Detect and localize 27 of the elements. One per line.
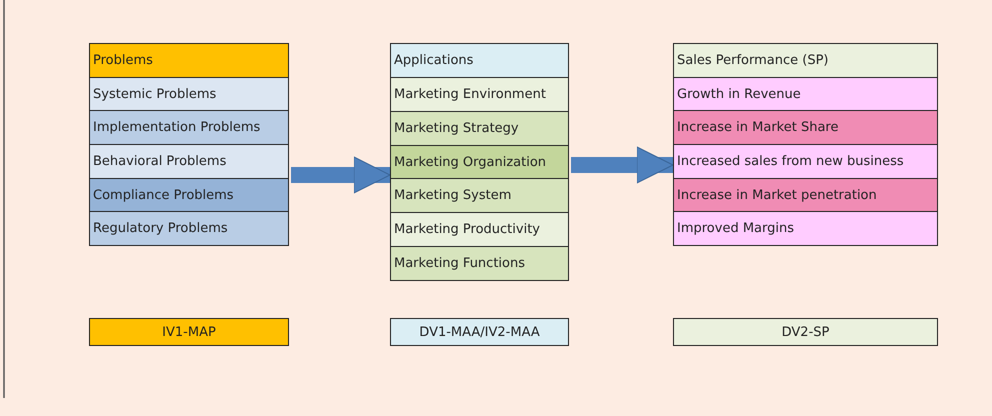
block-arrow <box>291 156 390 194</box>
table-cell: Sales Performance (SP) <box>674 44 937 78</box>
table-frame <box>390 43 569 281</box>
table-cell: Marketing System <box>391 179 568 214</box>
table-cell: Marketing Organization <box>391 146 568 180</box>
table-cell: Increased sales from new business <box>674 145 937 179</box>
table-cell: Systemic Problems <box>90 78 288 112</box>
variable-label-box: DV1-MAA/IV2-MAA <box>390 318 569 346</box>
table-cell: Increase in Market penetration <box>674 178 937 212</box>
table-cell: Marketing Functions <box>391 247 568 280</box>
table-cell: Growth in Revenue <box>674 78 937 112</box>
table-cell: Improved Margins <box>674 212 937 246</box>
variable-label-box: DV2-SP <box>673 318 938 346</box>
table-cell: Marketing Environment <box>391 78 568 112</box>
table-cell: Marketing Strategy <box>391 112 568 146</box>
table-cell: Behavioral Problems <box>90 145 288 179</box>
variable-label-box: IV1-MAP <box>89 318 289 346</box>
table-cell: Applications <box>391 44 568 78</box>
table-cell: Compliance Problems <box>90 178 288 212</box>
table-cell: Marketing Productivity <box>391 213 568 248</box>
table-cell: Problems <box>90 44 288 78</box>
table-frame <box>89 43 289 246</box>
table-cell: Implementation Problems <box>90 111 288 146</box>
table-frame <box>673 43 938 246</box>
table-cell: Increase in Market Share <box>674 111 937 146</box>
block-arrow <box>571 146 674 184</box>
table-cell: Regulatory Problems <box>90 212 288 246</box>
